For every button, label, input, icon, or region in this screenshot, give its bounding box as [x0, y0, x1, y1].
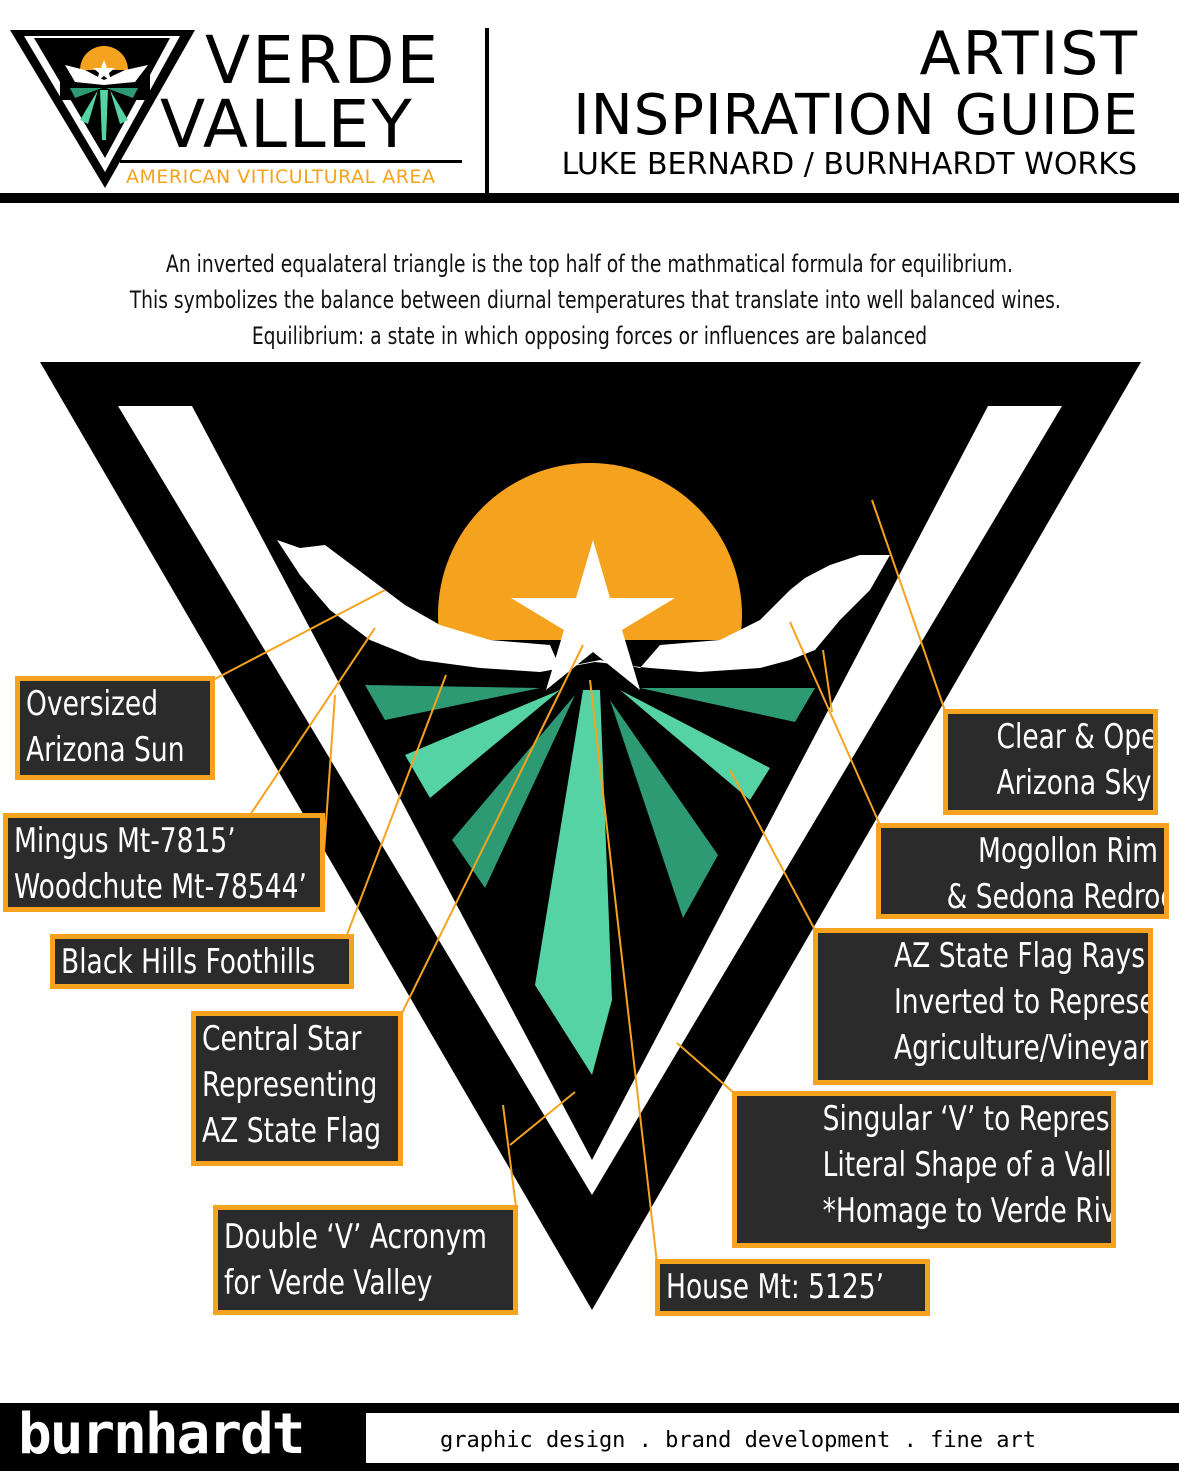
label-clear-open-sky: Clear & Open Arizona Sky — [943, 709, 1158, 815]
label-line: Agriculture/Vineyards — [893, 1028, 1153, 1068]
byline: LUKE BERNARD / BURNHARDT WORKS — [561, 147, 1137, 182]
label-line: Singular ‘V’ to Represent — [822, 1099, 1111, 1139]
label-line: Mingus Mt-7815’ — [14, 821, 236, 861]
tagline: graphic design . brand development . fin… — [440, 1428, 1037, 1453]
verde-valley-logo-emblem — [10, 30, 195, 188]
logo-subtitle: AMERICAN VITICULTURAL AREA — [126, 166, 436, 188]
label-mogollon-rim: Mogollon Rim & Sedona Redrocks — [876, 823, 1169, 919]
label-line: AZ State Flag — [202, 1111, 382, 1151]
label-double-v: Double ‘V’ Acronym for Verde Valley — [213, 1205, 518, 1315]
header-divider — [485, 28, 489, 194]
title-inspiration-guide: INSPIRATION GUIDE — [573, 83, 1139, 148]
intro-line: Equilibrium: a state in which opposing f… — [251, 322, 928, 350]
label-line: AZ State Flag Rays — [893, 936, 1146, 976]
label-line: *Homage to Verde River — [822, 1191, 1116, 1231]
label-line: Oversized — [26, 684, 159, 724]
header-rule — [0, 193, 1179, 203]
label-mingus-woodchute: Mingus Mt-7815’ Woodchute Mt-78544’ — [3, 813, 325, 912]
intro-line: An inverted equalateral triangle is the … — [166, 250, 1013, 278]
label-oversized-arizona-sun: Oversized Arizona Sun — [15, 676, 215, 780]
leader-lines — [212, 499, 946, 1264]
label-line: Central Star — [202, 1019, 362, 1059]
label-line: for Verde Valley — [224, 1263, 433, 1303]
label-line: Arizona Sky — [996, 763, 1152, 803]
label-line: House Mt: 5125’ — [666, 1267, 885, 1307]
label-line: Clear & Open — [996, 717, 1158, 757]
flag-rays — [365, 685, 815, 1075]
title-artist: ARTIST — [919, 19, 1139, 89]
label-line: Literal Shape of a Valley — [822, 1145, 1116, 1185]
label-line: Mogollon Rim — [978, 831, 1158, 871]
logo-verde: VERDE — [205, 22, 441, 99]
label-house-mt: House Mt: 5125’ — [655, 1259, 930, 1316]
label-line: & Sedona Redrocks — [946, 877, 1164, 917]
label-line: Black Hills Foothills — [61, 942, 316, 982]
logo-valley: VALLEY — [160, 86, 414, 163]
mountains-clouds — [277, 540, 890, 672]
star — [511, 540, 675, 690]
label-line: Arizona Sun — [26, 730, 185, 770]
label-line: Inverted to Represent — [893, 982, 1148, 1022]
intro-line: This symbolizes the balance between diur… — [129, 286, 1061, 314]
label-flag-rays: AZ State Flag Rays Inverted to Represent… — [813, 928, 1153, 1085]
tagline-box — [366, 1413, 1179, 1463]
label-black-hills-foothills: Black Hills Foothills — [50, 934, 354, 989]
label-central-star: Central Star Representing AZ State Flag — [191, 1011, 403, 1166]
intro-text: An inverted equalateral triangle is the … — [129, 246, 1061, 354]
label-line: Double ‘V’ Acronym — [224, 1217, 487, 1257]
burnhardt-logo: burnhardt — [18, 1402, 305, 1467]
label-singular-v: Singular ‘V’ to Represent Literal Shape … — [732, 1091, 1116, 1248]
logo-rule — [120, 160, 462, 163]
label-line: Woodchute Mt-78544’ — [14, 867, 307, 907]
label-line: Representing — [202, 1065, 378, 1105]
